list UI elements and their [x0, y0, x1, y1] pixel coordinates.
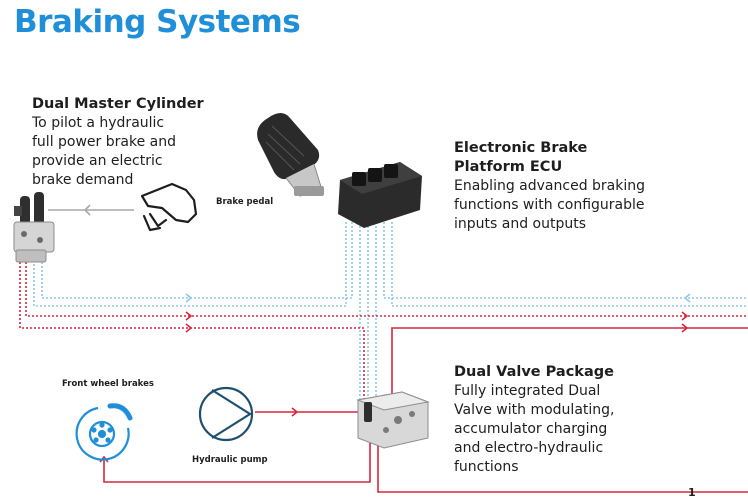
hydraulic-pump-label: Hydraulic pump	[192, 455, 268, 465]
ecu-line: inputs and outputs	[454, 216, 587, 232]
valve-package-icon	[356, 391, 430, 449]
hydraulic-line-return	[377, 440, 748, 493]
pilot-line	[48, 204, 134, 216]
dual-master-cylinder-line: provide an electric	[32, 153, 163, 169]
ecu-line: Enabling advanced braking	[454, 178, 646, 194]
hydraulic-line-to-right	[391, 327, 748, 402]
hydraulic-lines	[19, 262, 748, 493]
ecu-icon	[338, 162, 422, 228]
hydraulic-line-dotted-1	[25, 262, 748, 317]
dual-valve-heading: Dual Valve Package	[454, 364, 614, 380]
signal-arrow-2	[683, 293, 691, 303]
dual-master-cylinder-line: To pilot a hydraulic	[32, 115, 165, 131]
hydraulic-arrow-5	[681, 323, 689, 333]
dual-master-cylinder-heading: Dual Master Cylinder	[32, 96, 204, 112]
hydraulic-arrow-1	[185, 311, 193, 321]
page-number: 1	[688, 486, 696, 499]
brake-pedal-icon	[257, 113, 324, 197]
ecu-description: Electronic Brake Platform ECU Enabling a…	[454, 139, 645, 234]
page-title: Braking Systems	[14, 4, 301, 40]
hydraulic-arrows	[99, 311, 689, 463]
dual-valve-line: functions	[454, 459, 519, 475]
brake-disc-icon	[75, 403, 133, 461]
dual-valve-line: Fully integrated Dual	[454, 383, 601, 399]
signal-line-to-cylinder	[41, 222, 353, 299]
dual-master-cylinder-description: Dual Master Cylinder To pilot a hydrauli…	[32, 95, 204, 190]
signal-line-right-2	[391, 222, 748, 307]
ecu-heading-line: Platform ECU	[454, 159, 563, 175]
hydraulic-arrow-3	[291, 407, 299, 417]
signal-line-left-2	[33, 222, 347, 307]
hydraulic-pump-icon	[198, 386, 254, 442]
signal-lines	[33, 222, 748, 402]
brake-pedal-label: Brake pedal	[216, 197, 274, 207]
foot-pedal-icon	[140, 182, 198, 232]
signal-line-right-1	[383, 222, 748, 299]
signal-arrows	[185, 293, 691, 303]
dual-master-cylinder-line: brake demand	[32, 172, 134, 188]
signal-arrow-1	[185, 293, 193, 303]
master-cylinder-icon	[13, 192, 55, 263]
hydraulic-arrow-4	[681, 311, 689, 321]
pilot-arrow	[83, 204, 91, 216]
ecu-heading-line: Electronic Brake	[454, 140, 588, 156]
dual-valve-line: accumulator charging	[454, 421, 608, 437]
hydraulic-arrow-2	[185, 323, 193, 333]
front-wheel-brakes-label: Front wheel brakes	[62, 379, 154, 389]
ecu-line: functions with configurable	[454, 197, 645, 213]
dual-valve-line: and electro-hydraulic	[454, 440, 604, 456]
dual-valve-line: Valve with modulating,	[454, 402, 615, 418]
dual-master-cylinder-line: full power brake and	[32, 134, 176, 150]
hydraulic-line-wheel	[103, 440, 371, 483]
dual-valve-description: Dual Valve Package Fully integrated Dual…	[454, 363, 614, 477]
